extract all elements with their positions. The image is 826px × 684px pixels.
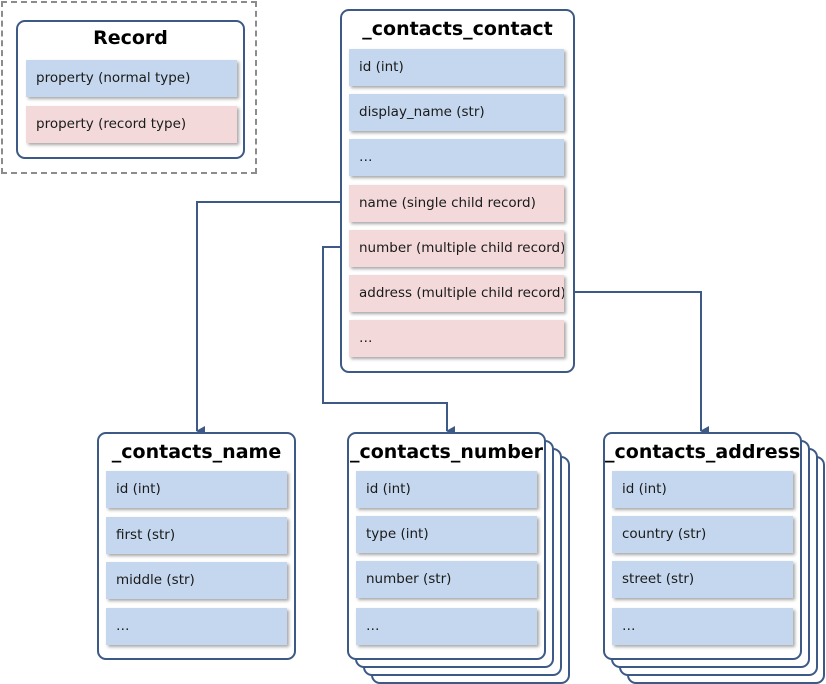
number-record-title: _contacts_number <box>349 441 544 463</box>
address-record-box: _contacts_address id (int) country (str)… <box>603 432 802 660</box>
contact-row-address: address (multiple child record) <box>349 275 564 312</box>
legend-record-property: property (record type) <box>26 106 237 143</box>
contact-row-name: name (single child record) <box>349 185 564 222</box>
contact-row-display-name: display_name (str) <box>349 94 564 131</box>
legend-record-box: Record property (normal type) property (… <box>16 20 245 159</box>
address-record-title: _contacts_address <box>605 441 801 463</box>
contact-row-number: number (multiple child record) <box>349 230 564 267</box>
connector-address <box>565 291 709 436</box>
legend-frame: Record property (normal type) property (… <box>1 1 257 174</box>
name-row-id: id (int) <box>106 471 287 508</box>
contact-row-more-normal: … <box>349 139 564 176</box>
name-row-more: … <box>106 608 287 645</box>
contact-record-title: _contacts_contact <box>362 18 553 40</box>
number-row-number: number (str) <box>356 561 537 598</box>
name-record-title: _contacts_name <box>111 441 282 463</box>
address-row-street: street (str) <box>612 561 793 598</box>
address-row-id: id (int) <box>612 471 793 508</box>
name-row-middle: middle (str) <box>106 562 287 599</box>
name-record-box: _contacts_name id (int) first (str) midd… <box>97 432 296 660</box>
number-record-box: _contacts_number id (int) type (int) num… <box>347 432 546 660</box>
legend-normal-property: property (normal type) <box>26 60 237 97</box>
connector-name <box>196 201 349 436</box>
number-row-more: … <box>356 608 537 645</box>
number-row-type: type (int) <box>356 516 537 553</box>
legend-title: Record <box>93 27 168 49</box>
address-row-country: country (str) <box>612 516 793 553</box>
contact-record-box: _contacts_contact id (int) display_name … <box>340 9 575 373</box>
name-row-first: first (str) <box>106 517 287 554</box>
contact-row-id: id (int) <box>349 49 564 86</box>
address-row-more: … <box>612 608 793 645</box>
contact-row-more-record: … <box>349 320 564 357</box>
number-row-id: id (int) <box>356 471 537 508</box>
